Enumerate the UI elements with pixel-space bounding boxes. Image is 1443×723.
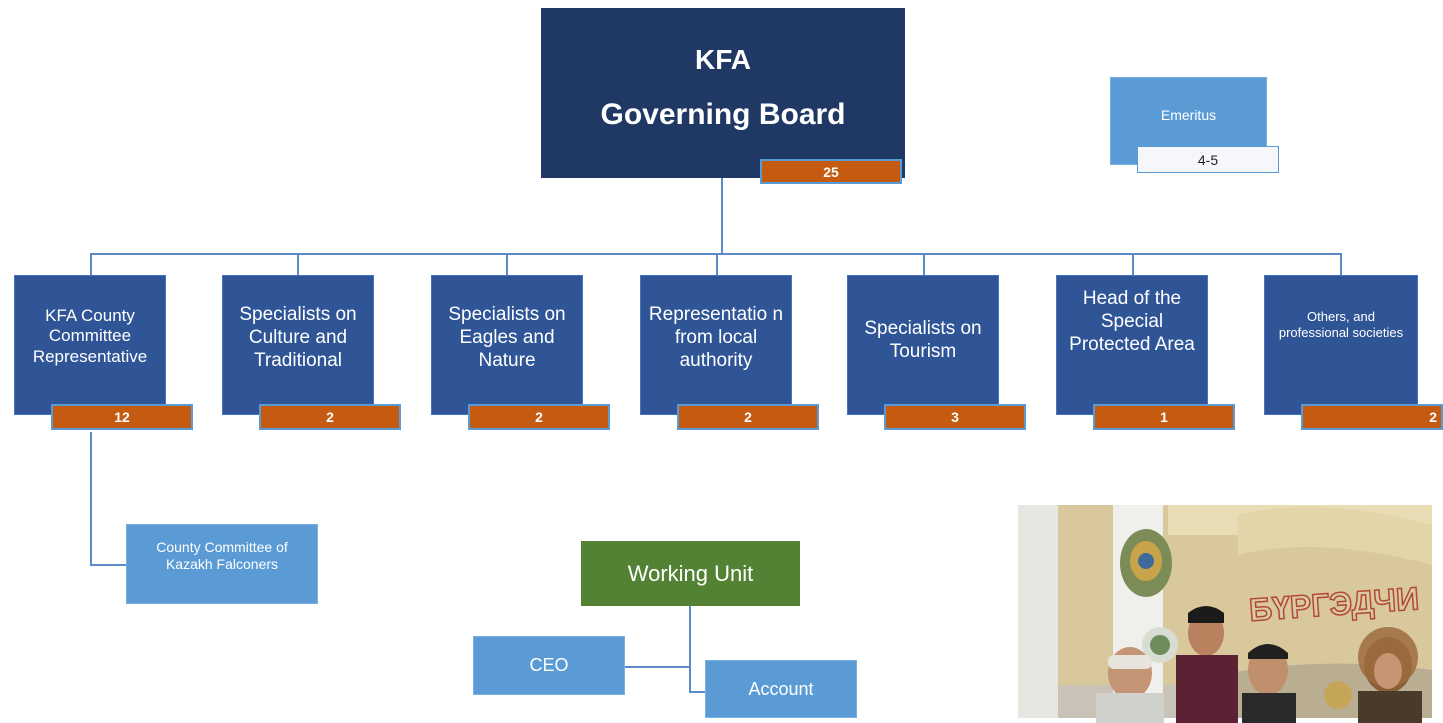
member-count-others-clip: 2	[1301, 404, 1443, 430]
member-count-county-representative: 12	[51, 404, 193, 430]
working-unit-label: Working Unit	[627, 560, 754, 586]
governing-board-line1: KFA	[695, 44, 751, 75]
connector-board-down	[721, 178, 723, 254]
connector-drop-5	[923, 253, 925, 275]
account-box: Account	[705, 660, 857, 718]
working-unit-box: Working Unit	[581, 541, 800, 606]
member-label-tourism: Specialists on Tourism	[864, 318, 982, 362]
emeritus-label: Emeritus	[1160, 107, 1217, 123]
member-box-eagles: Specialists on Eagles and Nature	[431, 275, 583, 415]
person-2	[1176, 606, 1238, 723]
person-3	[1242, 644, 1296, 723]
member-box-tourism: Specialists on Tourism	[847, 275, 999, 415]
member-count-eagles: 2	[468, 404, 610, 430]
member-label-protected-area: Head of the Special Protected Area	[1069, 288, 1195, 355]
member-label-local-authority: Representatio n from local authority	[648, 304, 784, 371]
county-committee-box: County Committee of Kazakh Falconers	[126, 524, 318, 604]
member-count-protected-area: 1	[1093, 404, 1235, 430]
connector-drop-2	[297, 253, 299, 275]
event-photo: БҮРГЭДЧИ	[1018, 505, 1432, 723]
connector-account	[689, 691, 705, 693]
connector-county-right	[90, 564, 126, 566]
member-label-eagles: Specialists on Eagles and Nature	[448, 304, 566, 371]
emeritus-count: 4-5	[1137, 146, 1279, 173]
connector-drop-3	[506, 253, 508, 275]
connector-working-down	[689, 606, 691, 692]
ceo-box: CEO	[473, 636, 625, 695]
connector-drop-6	[1132, 253, 1134, 275]
member-count-tourism: 3	[884, 404, 1026, 430]
member-label-county-representative: KFA County Committee Representative	[32, 306, 148, 366]
event-photo-illustration: БҮРГЭДЧИ	[1018, 505, 1432, 723]
account-label: Account	[748, 678, 814, 699]
governing-board-count: 25	[760, 159, 902, 184]
governing-board-line2: Governing Board	[600, 98, 846, 131]
person-1	[1096, 647, 1164, 723]
county-committee-label: County Committee of Kazakh Falconers	[156, 539, 288, 572]
person-4	[1358, 627, 1422, 723]
member-box-culture: Specialists on Culture and Traditional	[222, 275, 374, 415]
ceo-label: CEO	[529, 655, 569, 675]
member-box-local-authority: Representatio n from local authority	[640, 275, 792, 415]
member-count-culture: 2	[259, 404, 401, 430]
connector-drop-7	[1340, 253, 1342, 275]
member-count-others: 2	[1301, 404, 1443, 430]
member-label-others: Others, and professional societies	[1278, 309, 1404, 340]
connector-ceo	[625, 666, 689, 668]
member-label-culture: Specialists on Culture and Traditional	[239, 304, 357, 371]
member-box-county-representative: KFA County Committee Representative	[14, 275, 166, 415]
emblem-small-icon	[1142, 627, 1178, 663]
emblem-icon	[1120, 529, 1172, 597]
connector-county-down	[90, 432, 92, 565]
member-count-local-authority: 2	[677, 404, 819, 430]
governing-board-box: KFA Governing Board	[541, 8, 905, 178]
member-box-protected-area: Head of the Special Protected Area	[1056, 275, 1208, 415]
connector-drop-1	[90, 253, 92, 275]
member-box-others: Others, and professional societies	[1264, 275, 1418, 415]
connector-drop-4	[716, 253, 718, 275]
